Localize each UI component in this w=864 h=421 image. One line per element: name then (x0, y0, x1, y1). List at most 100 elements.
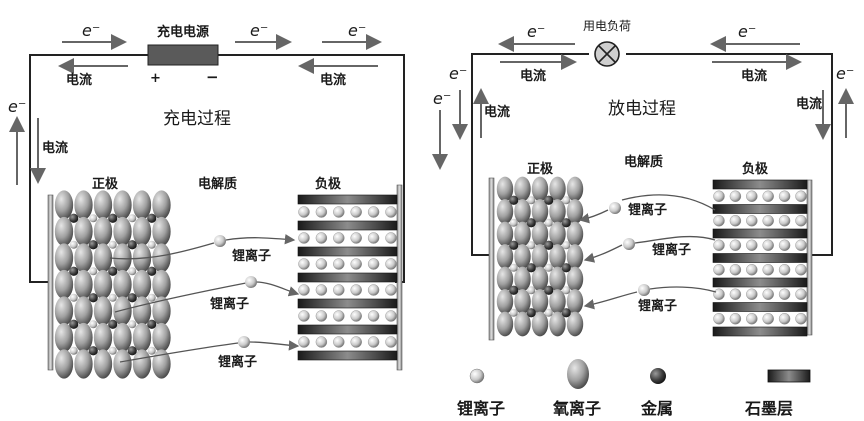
graphite-layer (297, 350, 398, 361)
discharging-ion-label-1: 锂离子 (628, 202, 667, 218)
lithium-ion (69, 293, 78, 302)
oxygen-ion (74, 216, 93, 247)
load-lamp-cross-2 (598, 45, 616, 63)
graphite-layer (712, 277, 808, 288)
charging-ion-path-1b (225, 234, 296, 245)
intercalated-lithium-ion (762, 215, 774, 227)
intercalated-lithium-ion (729, 264, 742, 276)
charging-ion-path-2 (114, 282, 247, 313)
oxygen-ion (54, 296, 74, 326)
intercalated-lithium-ion (333, 258, 345, 270)
charging-power-source (147, 44, 219, 66)
charging-current-label-2: 电流 (320, 72, 346, 88)
oxygen-ion (514, 176, 531, 202)
discharging-negative-current-collector (806, 179, 813, 336)
oxygen-ion (531, 244, 549, 269)
oxygen-ion (113, 296, 132, 326)
oxygen-ion (152, 322, 171, 353)
lithium-ion (147, 346, 156, 355)
oxygen-ion (74, 296, 93, 326)
oxygen-ion (496, 221, 514, 247)
discharging-ion-path-2 (634, 235, 716, 244)
intercalated-lithium-ion (713, 215, 725, 227)
graphite-layer (712, 179, 808, 190)
lithium-ion (69, 240, 78, 249)
discharging-graphite-anode (712, 179, 808, 337)
legend-oxygen-ion-swatch (567, 359, 589, 389)
discharging-ion-path-2b (583, 244, 623, 263)
charging-current-label-1: 电流 (66, 72, 92, 88)
metal-atom (108, 266, 118, 276)
oxygen-ion (566, 176, 584, 202)
oxygen-ion (549, 221, 566, 247)
oxygen-ion (566, 289, 584, 314)
metal-atom (526, 308, 536, 318)
discharging-circuit-wire (471, 53, 833, 256)
graphite-layer (297, 220, 398, 231)
oxygen-ion (93, 216, 113, 247)
lithium-ion (108, 293, 117, 302)
discharging-ion-label-2: 锂离子 (652, 242, 691, 258)
legend-oxygen-ion-label: 氧离子 (552, 399, 601, 418)
charging-graphite-anode (297, 194, 398, 361)
intercalated-lithium-ion (713, 313, 725, 325)
lithium-ion (544, 218, 553, 227)
oxygen-ion (549, 199, 566, 224)
oxygen-ion (549, 176, 566, 202)
intercalated-lithium-ion (367, 310, 380, 322)
oxygen-ion (531, 311, 549, 337)
metal-atom (544, 240, 554, 250)
oxygen-ion (152, 216, 171, 247)
discharging-electron-label-left: e⁻ (449, 64, 467, 83)
oxygen-ion (54, 190, 74, 220)
charging-moving-ion-3 (238, 336, 250, 348)
discharging-title: 放电过程 (608, 99, 676, 119)
metal-atom (127, 346, 137, 356)
intercalated-lithium-ion (298, 336, 310, 348)
charging-electron-label-2: e⁻ (250, 21, 268, 40)
intercalated-lithium-ion (350, 206, 362, 218)
graphite-layer (297, 246, 398, 257)
charging-power-source-label: 充电电源 (157, 24, 209, 40)
discharging-cathode-lattice (496, 176, 584, 337)
charging-ion-path-1 (109, 242, 215, 260)
lithium-ion (128, 320, 137, 329)
discharging-electron-label-2: e⁻ (738, 22, 756, 41)
oxygen-ion (74, 269, 93, 300)
oxygen-ion (549, 311, 566, 337)
legend-metal-swatch (650, 368, 666, 384)
metal-atom (88, 293, 98, 303)
lithium-ion (128, 214, 137, 223)
metal-atom (509, 285, 519, 295)
oxygen-ion (74, 322, 93, 353)
discharging-ion-path-1 (621, 194, 716, 211)
lithium-ion (108, 346, 117, 355)
lithium-ion (128, 267, 137, 276)
intercalated-lithium-ion (385, 336, 397, 348)
intercalated-lithium-ion (367, 258, 380, 270)
oxygen-ion (113, 349, 132, 379)
intercalated-lithium-ion (713, 239, 725, 251)
graphite-layer (297, 194, 398, 205)
intercalated-lithium-ion (762, 239, 774, 251)
charging-electrolyte-label: 电解质 (198, 176, 237, 192)
charging-ion-path-2b (255, 281, 300, 297)
legend-lithium-ion-label: 锂离子 (457, 399, 505, 418)
oxygen-ion (514, 221, 531, 247)
metal-atom (69, 213, 79, 223)
intercalated-lithium-ion (333, 284, 345, 296)
metal-atom (108, 213, 118, 223)
oxygen-ion (93, 322, 113, 353)
oxygen-ion (152, 243, 171, 273)
intercalated-lithium-ion (729, 239, 742, 251)
intercalated-lithium-ion (315, 232, 328, 244)
legend: 锂离子 氧离子 金属 石墨层 (457, 359, 811, 418)
intercalated-lithium-ion (778, 190, 791, 202)
discharging-positive-electrode-label: 正极 (527, 161, 554, 177)
oxygen-ion (113, 322, 132, 353)
intercalated-lithium-ion (350, 284, 362, 296)
oxygen-ion (54, 322, 74, 353)
intercalated-lithium-ion (778, 264, 791, 276)
discharging-current-label-1: 电流 (520, 68, 546, 84)
